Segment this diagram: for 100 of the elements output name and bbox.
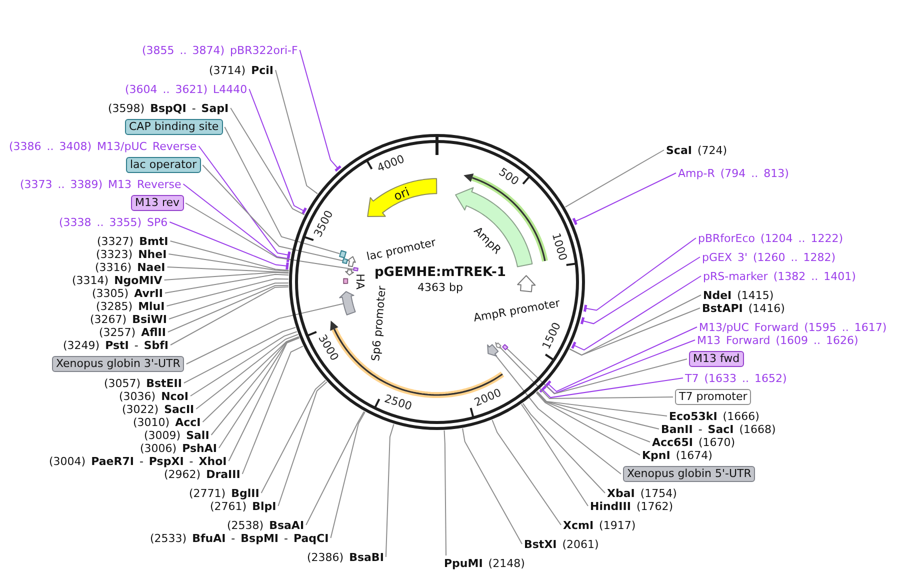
feature-label: ori	[392, 186, 412, 204]
leader-line	[536, 391, 668, 416]
primer-site-label: (3373 .. 3389) M13 Reverse	[20, 178, 182, 190]
restriction-site-label: PpuMI (2148)	[444, 556, 525, 570]
restriction-site-label: KpnI (1674)	[642, 448, 712, 462]
restriction-site-label: (2761) BlpI	[210, 500, 276, 512]
feature-tag: T7 promoter	[675, 389, 752, 405]
restriction-site-label: (3598) BspQI - SapI	[108, 102, 229, 114]
restriction-site-label: BanII - SacI (1668)	[661, 422, 776, 436]
leader-line	[166, 278, 289, 306]
scale-label: 3500	[312, 208, 336, 239]
restriction-site-label: (3009) SalI	[144, 428, 210, 442]
leader-line	[499, 346, 674, 400]
leader-line	[536, 392, 650, 442]
restriction-site-label: (3006) PshAI	[140, 442, 217, 454]
restriction-site-label: (3004) PaeR7I - PspXI - XhoI	[49, 454, 227, 468]
restriction-site-label: (3714) PciI	[209, 64, 274, 76]
restriction-site-label: Eco53kI (1666)	[669, 410, 760, 422]
leader-line	[196, 334, 298, 410]
restriction-site-label: Acc65I (1670)	[652, 436, 736, 448]
leader-line	[166, 266, 290, 274]
restriction-site-label: (2533) BfuAI - BspMI - PaqCI	[150, 532, 329, 544]
primer-site-label: pGEX 3' (1260 .. 1282)	[702, 250, 836, 264]
leader-line	[536, 392, 640, 456]
leader-line	[385, 424, 394, 558]
leader-line	[444, 430, 446, 556]
restriction-site-label: (3314) NgoMIV	[72, 274, 162, 286]
leader-line	[278, 381, 328, 506]
restriction-site-label: XbaI (1754)	[607, 486, 677, 500]
scale-label: 500	[496, 166, 521, 188]
leader-line	[544, 326, 698, 392]
feature-tag: M13 fwd	[689, 351, 744, 367]
restriction-site-label: (2962) DraIII	[164, 468, 240, 480]
restriction-site-label: (3327) BmtI	[97, 234, 168, 248]
scale-label: 4000	[375, 153, 406, 174]
plasmid-size: 4363 bp	[418, 280, 463, 294]
restriction-site-label: BstAPI (1416)	[702, 302, 785, 314]
primer-site-label: (3604 .. 3621) L4440	[125, 82, 248, 96]
restriction-site-label: (3323) NheI	[96, 248, 167, 260]
leader-line	[580, 256, 700, 326]
leader-line	[182, 184, 290, 264]
feature-tag: CAP binding site	[125, 119, 223, 135]
leader-line	[230, 108, 305, 216]
leader-line	[248, 88, 308, 216]
primer-site-label: (3338 .. 3355) SP6	[59, 216, 168, 228]
primer-site-label: (3855 .. 3874) pBR322ori-F	[142, 44, 298, 56]
leader-line	[190, 331, 298, 396]
restriction-site-label: ScaI (724)	[666, 144, 728, 156]
leader-line	[164, 274, 290, 294]
leader-line	[170, 286, 289, 346]
feature-label: Sp6 promoter	[369, 284, 389, 362]
leader-line	[506, 348, 688, 394]
leader-line	[228, 337, 300, 462]
restriction-site-label: (3285) MluI	[96, 300, 165, 312]
primer-site-label: (3386 .. 3408) M13/pUC Reverse	[9, 140, 197, 152]
plasmid-name: pGEMHE:mTREK-1	[374, 264, 506, 280]
leader-line	[492, 419, 562, 526]
restriction-site-label: BstXI (2061)	[524, 538, 599, 550]
restriction-site-label: (3249) PstI - SbfI	[63, 338, 169, 352]
primer-site-label: pBRforEco (1204 .. 1222)	[698, 232, 844, 244]
feature-label: HA	[353, 274, 366, 290]
feature-tag: Xenopus globin 3'-UTR	[52, 356, 184, 372]
leader-line	[202, 336, 300, 422]
feature-tag: lac operator	[126, 157, 201, 173]
plasmid-map-ring	[289, 134, 585, 430]
leader-line	[169, 222, 289, 271]
leader-line	[218, 337, 300, 448]
feature-tag: Xenopus globin 5'-UTR	[623, 466, 756, 482]
restriction-site-label: (2771) BglII	[189, 486, 260, 500]
scale-label: 2500	[383, 393, 414, 413]
leader-line	[583, 238, 696, 313]
leader-line	[462, 428, 522, 544]
leader-line	[299, 50, 342, 172]
leader-line	[275, 70, 318, 194]
restriction-site-label: XcmI (1917)	[563, 518, 636, 532]
restriction-site-label: HindIII (1762)	[590, 500, 674, 512]
leader-line	[570, 276, 702, 351]
restriction-site-label: (3010) AccI	[133, 416, 201, 428]
leader-line	[542, 340, 696, 394]
leader-line	[564, 150, 664, 208]
leader-line	[185, 202, 354, 270]
primer-site-label: M13/pUC Forward (1595 .. 1617)	[699, 320, 887, 334]
leader-line	[164, 272, 290, 280]
leader-line	[260, 380, 326, 494]
restriction-site-label: (3022) SacII	[122, 402, 194, 416]
leader-line	[168, 282, 289, 320]
primer-site-label: M13 Forward (1609 .. 1626)	[697, 334, 858, 346]
restriction-site-label: (3257) AflII	[99, 326, 166, 338]
primer-site-label: T7 (1633 .. 1652)	[685, 372, 787, 384]
leader-line	[202, 164, 344, 262]
leader-line	[330, 411, 366, 538]
leader-line	[242, 346, 304, 474]
scale-label: 2000	[472, 387, 503, 410]
leader-line	[168, 254, 290, 272]
leader-line	[210, 336, 300, 436]
restriction-site-label: (3036) NcoI	[119, 390, 188, 402]
scale-label: 1000	[549, 232, 569, 262]
leader-line	[569, 308, 700, 356]
restriction-site-label: (3267) BsiWI	[90, 312, 168, 326]
feature-tag: M13 rev	[131, 195, 184, 211]
